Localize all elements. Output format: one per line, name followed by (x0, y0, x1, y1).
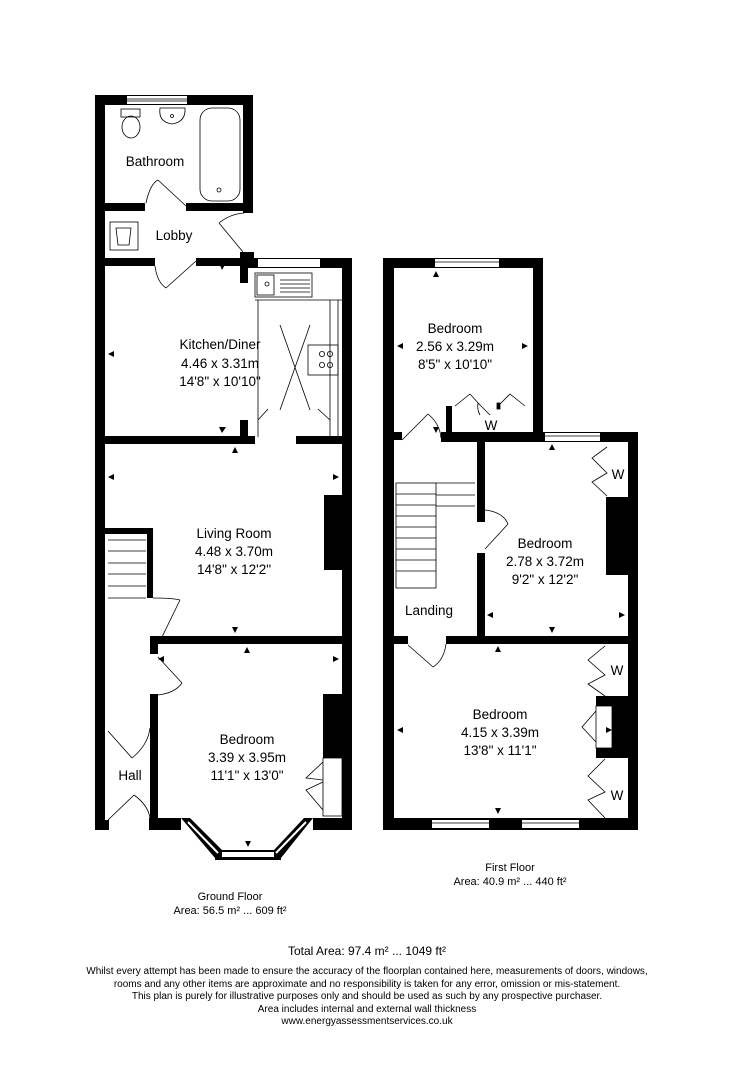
ground-floor-plan (95, 95, 352, 860)
room-label-front-bedroom: Bedroom (473, 707, 528, 722)
ground-floor-area: Area: 56.5 m² ... 609 ft² (173, 905, 287, 917)
room-imperial-kitchen: 14'8" x 10'10" (179, 374, 261, 389)
room-metric-ground-bedroom: 3.39 x 3.95m (208, 750, 286, 765)
room-imperial-rear-bedroom: 8'5" x 10'10" (418, 357, 492, 372)
room-metric-living: 4.48 x 3.70m (195, 544, 273, 559)
room-metric-kitchen: 4.46 x 3.31m (181, 356, 259, 371)
wardrobe-label: W (485, 418, 498, 433)
room-imperial-middle-bedroom: 9'2" x 12'2" (512, 572, 579, 587)
room-label-bathroom: Bathroom (126, 154, 185, 169)
room-metric-rear-bedroom: 2.56 x 3.29m (416, 339, 494, 354)
disclaimer: Whilst every attempt has been made to en… (0, 966, 734, 1029)
wardrobe-label: W (611, 663, 624, 678)
disclaimer-line: This plan is purely for illustrative pur… (131, 991, 603, 1002)
first-floor-dimension-markers (397, 271, 625, 814)
disclaimer-line: Area includes internal and external wall… (257, 1003, 477, 1015)
disclaimer-line: Whilst every attempt has been made to en… (86, 966, 648, 977)
room-labels: Bathroom Lobby Kitchen/Diner 4.46 x 3.31… (118, 154, 624, 803)
first-floor-area: Area: 40.9 m² ... 440 ft² (453, 876, 567, 888)
room-metric-front-bedroom: 4.15 x 3.39m (461, 725, 539, 740)
room-label-ground-bedroom: Bedroom (220, 732, 275, 747)
room-label-lobby: Lobby (156, 228, 193, 243)
ground-floor-dimension-markers (108, 263, 339, 847)
room-label-landing: Landing (405, 603, 453, 618)
room-label-hall: Hall (118, 768, 141, 783)
ground-floor-caption: Ground Floor Area: 56.5 m² ... 609 ft² (130, 890, 330, 918)
first-floor-plan (383, 258, 638, 830)
room-label-living: Living Room (196, 526, 271, 541)
room-label-kitchen: Kitchen/Diner (179, 337, 261, 352)
ground-floor-title: Ground Floor (197, 891, 263, 903)
wardrobe-label: W (612, 467, 625, 482)
ground-floor-fixtures (107, 98, 343, 821)
website-link[interactable]: www.energyassessmentservices.co.uk (281, 1016, 453, 1027)
first-floor-title: First Floor (485, 862, 535, 874)
room-metric-middle-bedroom: 2.78 x 3.72m (506, 554, 584, 569)
first-floor-fixtures (395, 261, 613, 824)
room-imperial-living: 14'8" x 12'2" (197, 562, 271, 577)
first-floor-caption: First Floor Area: 40.9 m² ... 440 ft² (410, 861, 610, 889)
disclaimer-line: rooms and any other items are approximat… (113, 978, 621, 990)
room-imperial-ground-bedroom: 11'1" x 13'0" (210, 768, 283, 783)
room-label-middle-bedroom: Bedroom (518, 536, 573, 551)
room-imperial-front-bedroom: 13'8" x 11'1" (463, 743, 536, 758)
total-area: Total Area: 97.4 m² ... 1049 ft² (287, 944, 447, 958)
wardrobe-label: W (611, 788, 624, 803)
room-label-rear-bedroom: Bedroom (428, 321, 483, 336)
